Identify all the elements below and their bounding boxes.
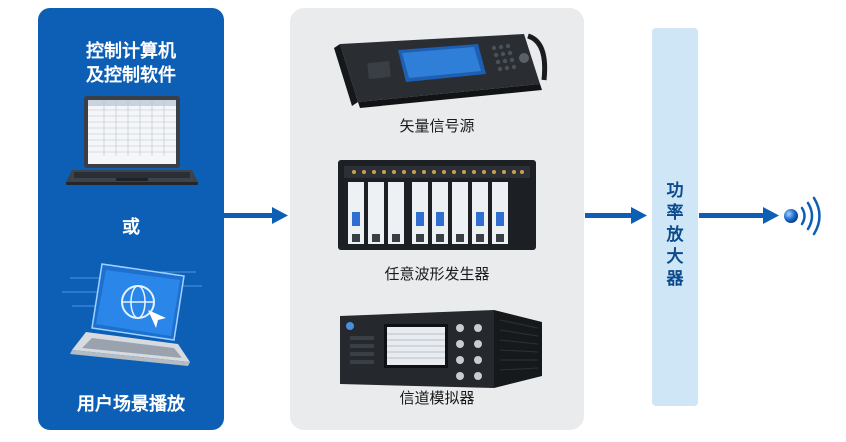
amplifier-char: 功 [666, 181, 684, 201]
arrow-amplifier-to-output [699, 207, 779, 224]
arbitrary-waveform-generator-image [338, 160, 536, 250]
channel-emulator-image [340, 310, 542, 388]
amplifier-char: 率 [666, 203, 684, 223]
amplifier-char: 器 [666, 269, 684, 289]
radio-waves-icon [784, 196, 821, 236]
laptop-globe-icon [62, 263, 202, 366]
control-title-line1: 控制计算机 [86, 41, 176, 62]
amplifier-char: 大 [666, 247, 684, 267]
vector-signal-generator-label: 矢量信号源 [399, 117, 475, 135]
arrow-devices-to-amplifier [585, 207, 647, 224]
arrow-control-to-devices [224, 207, 288, 224]
scenario-playback-label: 用户场景播放 [77, 394, 185, 415]
arbitrary-waveform-generator-label: 任意波形发生器 [384, 265, 490, 283]
power-amplifier-panel: 功 率 放 大 器 [652, 28, 698, 406]
vector-signal-generator-image [334, 33, 548, 108]
channel-emulator-label: 信道模拟器 [399, 389, 475, 407]
control-title-line2: 及控制软件 [86, 65, 176, 86]
amplifier-char: 放 [666, 225, 684, 245]
control-panel: 控制计算机 及控制软件 或 [38, 8, 224, 430]
or-label: 或 [122, 217, 140, 238]
laptop-spreadsheet-icon [66, 96, 198, 185]
signal-devices-panel: 矢量信号源 [290, 8, 584, 430]
